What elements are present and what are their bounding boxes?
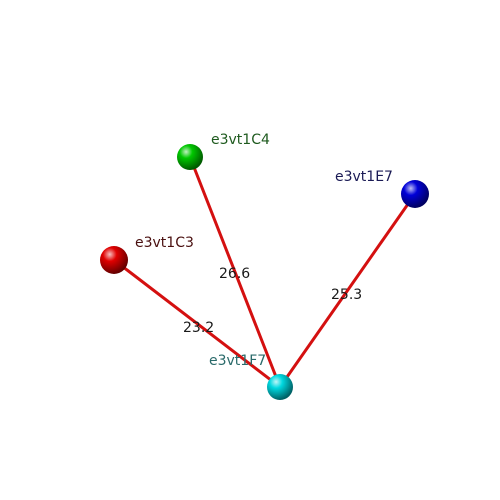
distance-label-c3-f7: 23.2 [183,320,214,336]
atom-c3[interactable] [100,246,128,274]
bond-e7-f7 [278,192,417,389]
atom-c4[interactable] [177,144,203,170]
bonds-layer [112,155,417,389]
atom-label-c3: e3vt1C3 [135,235,194,251]
atom-e7[interactable] [401,180,429,208]
distance-label-c4-f7: 26.6 [219,266,250,282]
atom-label-c4: e3vt1C4 [211,132,270,148]
distance-label-e7-f7: 25.3 [331,287,362,303]
atom-label-f7: e3vt1F7 [209,353,266,369]
atom-labels-layer: e3vt1C4 e3vt1E7 e3vt1C3 e3vt1F7 [135,132,393,369]
atom-label-e7: e3vt1E7 [335,169,393,185]
bond-c4-f7 [188,155,282,389]
atoms-layer [100,144,429,400]
bond-c3-f7 [112,258,282,389]
distance-labels-layer: 26.6 25.3 23.2 [183,266,362,336]
atom-f7[interactable] [267,374,293,400]
